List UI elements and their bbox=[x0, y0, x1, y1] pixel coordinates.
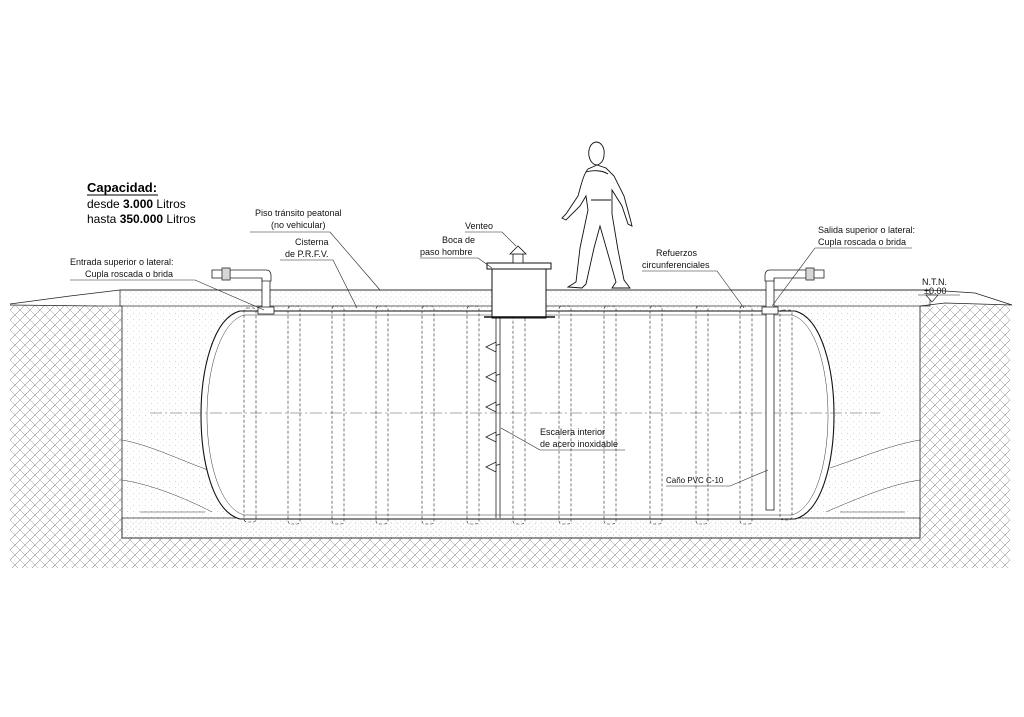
label-outlet-2: Cupla roscada o brida bbox=[818, 237, 906, 247]
rib bbox=[243, 307, 257, 523]
capacity-from: desde 3.000 Litros bbox=[87, 197, 186, 211]
label-manhole-1: Boca de bbox=[442, 235, 475, 245]
left-haunch bbox=[121, 439, 213, 513]
capacity-title: Capacidad: bbox=[87, 180, 157, 195]
leader-outlet bbox=[771, 247, 912, 307]
label-outlet-1: Salida superior o lateral: bbox=[818, 225, 915, 235]
capacity-to: hasta 350.000 Litros bbox=[87, 212, 196, 226]
rib bbox=[779, 309, 793, 521]
level-marker-icon bbox=[918, 294, 960, 303]
person-figure bbox=[561, 141, 633, 289]
vent-cap-icon bbox=[509, 245, 527, 264]
label-floor-1: Piso tránsito peatonal bbox=[255, 208, 342, 218]
right-haunch bbox=[825, 439, 921, 513]
manhole-lid bbox=[486, 262, 552, 270]
leader-ladder bbox=[500, 427, 625, 451]
label-cistern-2: de P.R.F.V. bbox=[285, 249, 329, 259]
leader-vent bbox=[465, 231, 517, 247]
rib bbox=[603, 305, 617, 525]
leader-ribs bbox=[642, 270, 745, 309]
manhole-body bbox=[491, 267, 547, 319]
label-floor-2: (no vehicular) bbox=[271, 220, 326, 230]
leader-cistern bbox=[280, 259, 358, 309]
ribs bbox=[243, 305, 793, 525]
label-vent: Venteo bbox=[465, 221, 493, 231]
rib bbox=[649, 305, 663, 525]
leader-floor bbox=[250, 231, 381, 291]
label-ladder-2: de acero inoxidable bbox=[540, 439, 618, 449]
leader-inlet bbox=[70, 279, 265, 311]
tank bbox=[150, 305, 880, 525]
capacity-block: Capacidad: desde 3.000 Litros hasta 350.… bbox=[87, 180, 196, 226]
soil-hatch bbox=[10, 305, 1010, 568]
leader-pipe bbox=[666, 469, 769, 487]
rib bbox=[739, 305, 753, 525]
leader-manhole bbox=[420, 257, 493, 269]
base-slab bbox=[121, 517, 921, 539]
label-inlet-1: Entrada superior o lateral: bbox=[70, 257, 174, 267]
label-ladder-1: Escalera interior bbox=[540, 427, 605, 437]
leaders bbox=[70, 231, 912, 487]
label-manhole-2: paso hombre bbox=[420, 247, 473, 257]
labels: Piso tránsito peatonal (no vehicular) Ci… bbox=[70, 208, 947, 485]
label-ntn-1: N.T.N. bbox=[922, 277, 947, 287]
rib bbox=[558, 305, 572, 525]
manhole bbox=[484, 245, 555, 319]
label-pipe: Caño PVC C-10 bbox=[666, 476, 724, 485]
pvc-pipe bbox=[765, 307, 775, 511]
rib bbox=[287, 305, 301, 525]
label-ntn-2: ±0.00 bbox=[924, 286, 946, 296]
rib bbox=[331, 305, 345, 525]
outlet-pipe bbox=[761, 267, 825, 315]
tank-body bbox=[200, 310, 835, 520]
inlet-pipe bbox=[211, 267, 275, 315]
label-ribs-2: circunferenciales bbox=[642, 260, 710, 270]
ladder bbox=[485, 318, 501, 518]
label-ribs-1: Refuerzos bbox=[656, 248, 698, 258]
label-cistern-1: Cisterna bbox=[295, 237, 329, 247]
label-inlet-2: Cupla roscada o brida bbox=[85, 269, 173, 279]
rib bbox=[421, 305, 435, 525]
rib bbox=[695, 305, 709, 525]
rib bbox=[466, 305, 480, 525]
rib bbox=[375, 305, 389, 525]
